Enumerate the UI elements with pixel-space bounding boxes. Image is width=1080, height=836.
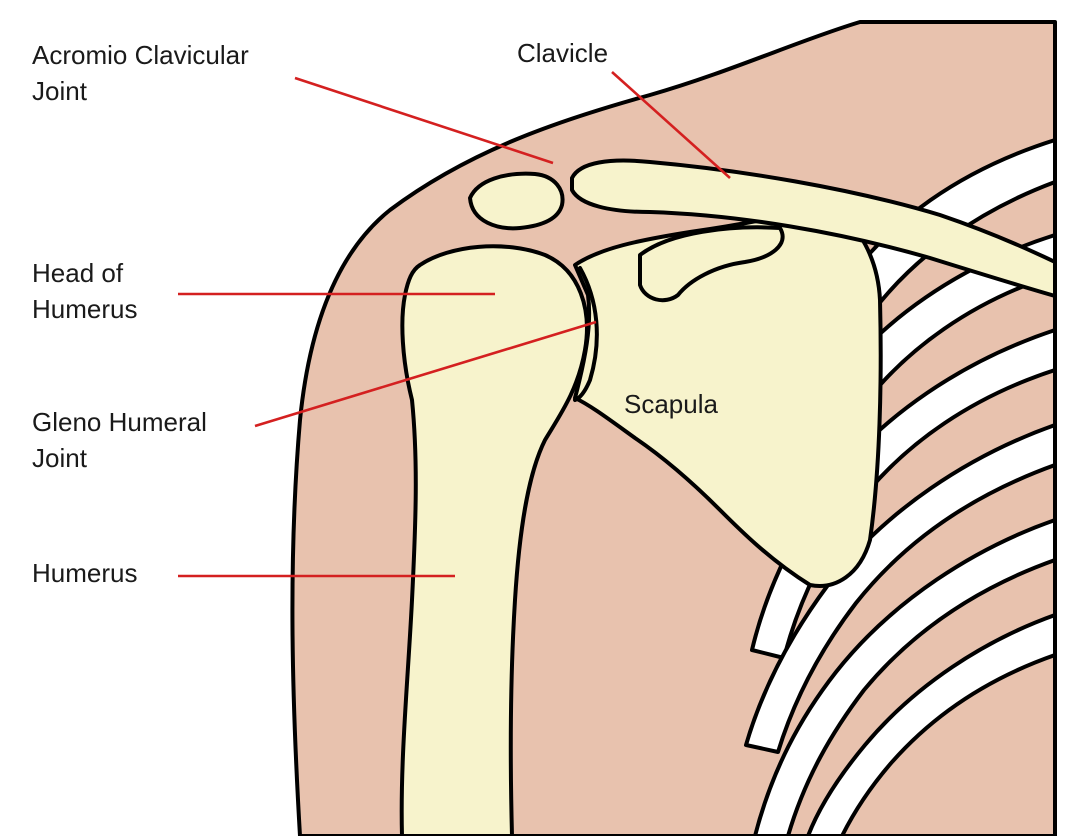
rib-5 [753,518,1057,836]
clavicle-bone [570,158,1057,298]
leader-line-clavicle [611,71,731,179]
label-gleno-humeral-line1: Gleno Humeral [32,407,207,437]
label-scapula: Scapula [624,389,718,419]
coracoid-process [638,225,785,303]
label-gleno-humeral-line2: Joint [32,443,88,473]
glenoid-rim [573,266,599,402]
label-acromio-clavicular-line1: Acromio Clavicular [32,40,249,70]
leader-line-acromio-clavicular [294,76,554,165]
humerus-bone [399,244,589,836]
acromion [468,171,565,231]
rib-4 [744,423,1057,754]
label-head-of-humerus-line2: Humerus [32,294,137,324]
leader-line-gleno-humeral [254,320,597,428]
label-humerus: Humerus [32,558,137,588]
label-clavicle: Clavicle [517,38,608,68]
label-acromio-clavicular-line2: Joint [32,76,88,106]
rib-3 [750,328,1057,660]
rib-6 [806,613,1057,836]
label-head-of-humerus-line1: Head of [32,258,124,288]
